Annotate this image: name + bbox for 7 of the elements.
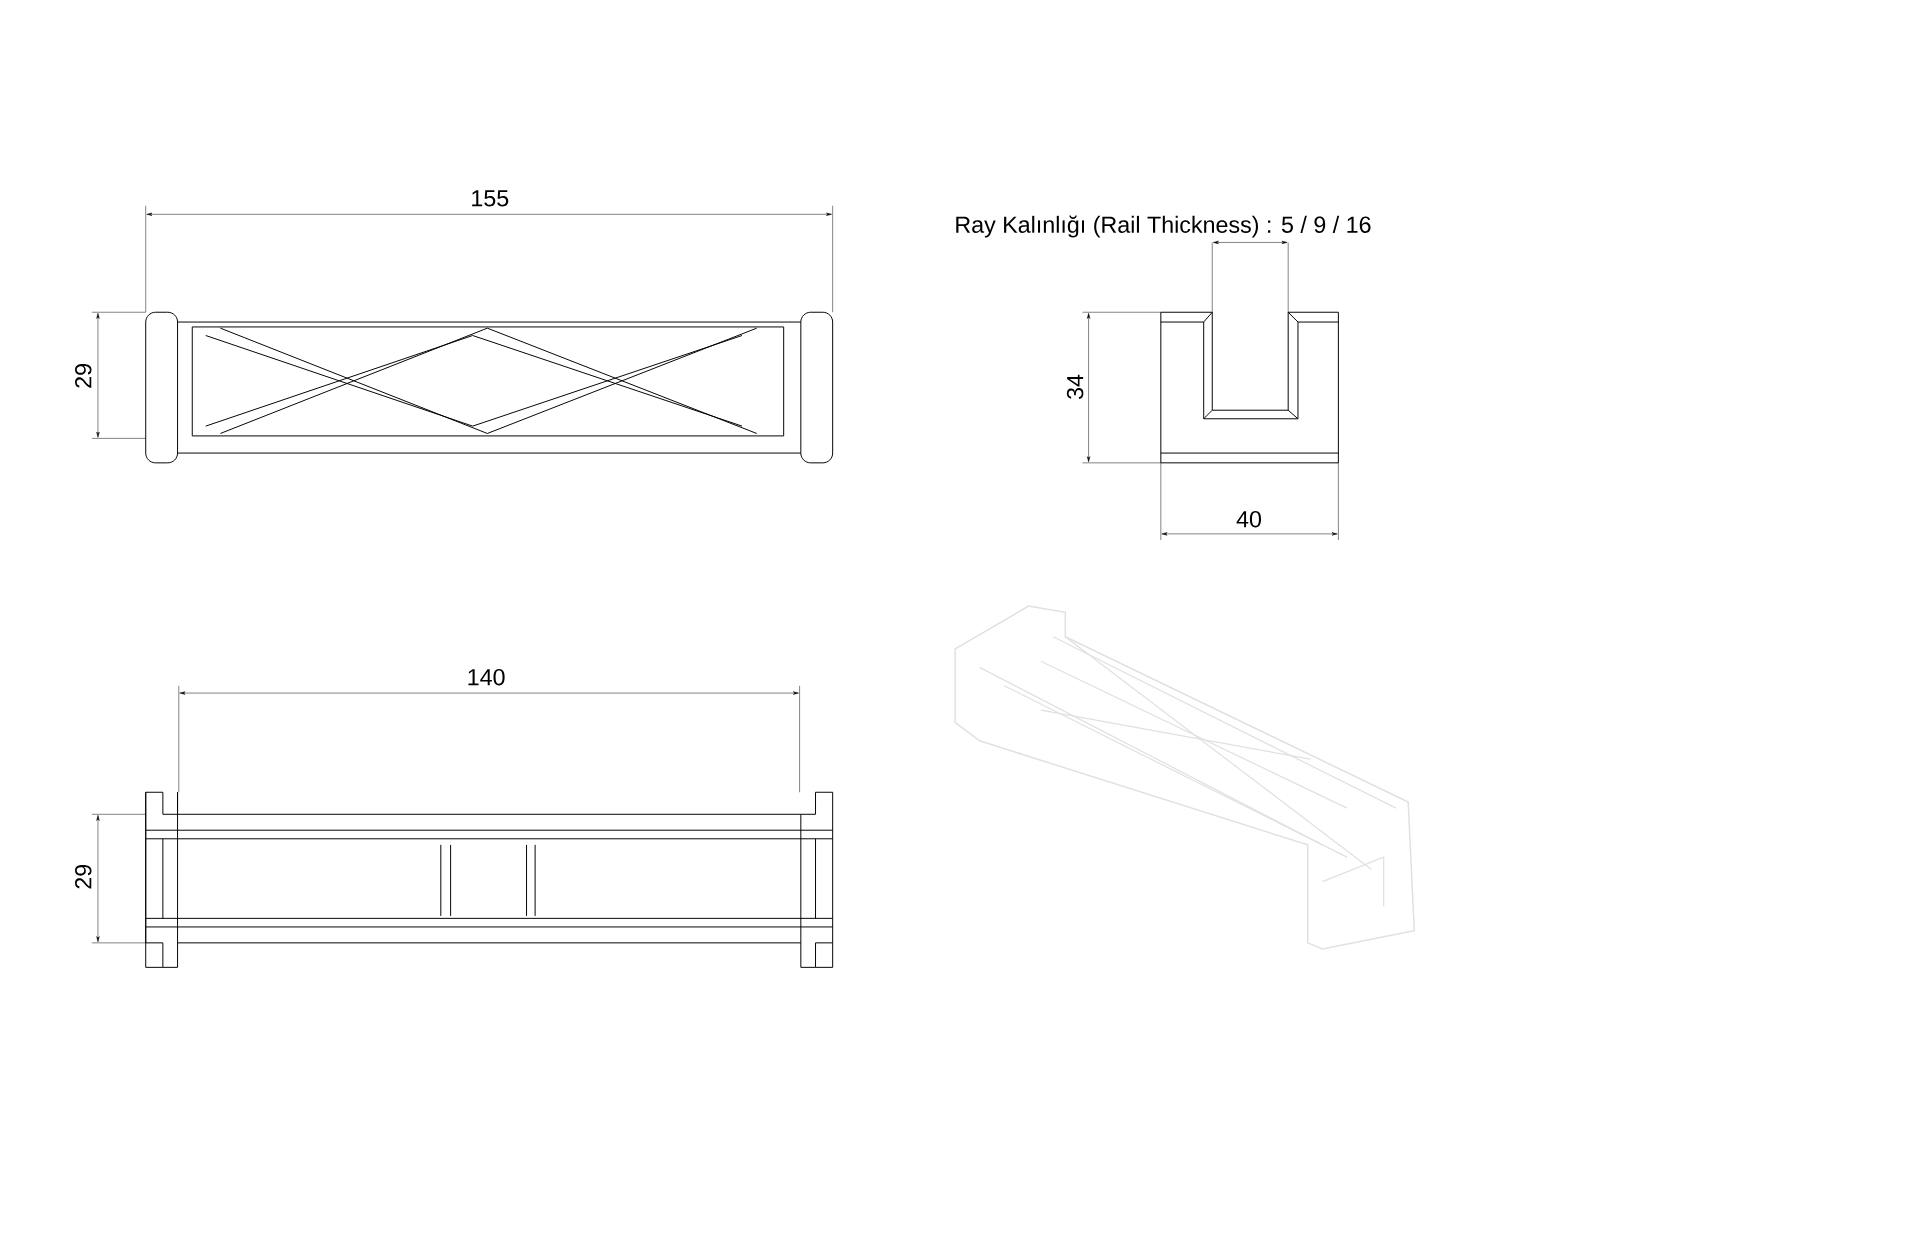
dimension-label: 40 (1236, 511, 1261, 528)
note-text: Ray Kalınlığı (Rail Thickness) : 5 / 9 / 16 (956, 215, 1371, 238)
dimension-label: 34 (1066, 374, 1084, 400)
dimension-label: 29 (75, 364, 92, 388)
dimension-label: 29 (75, 865, 92, 889)
dimension-label: 155 (472, 190, 509, 207)
dimension-label: 140 (468, 669, 505, 686)
